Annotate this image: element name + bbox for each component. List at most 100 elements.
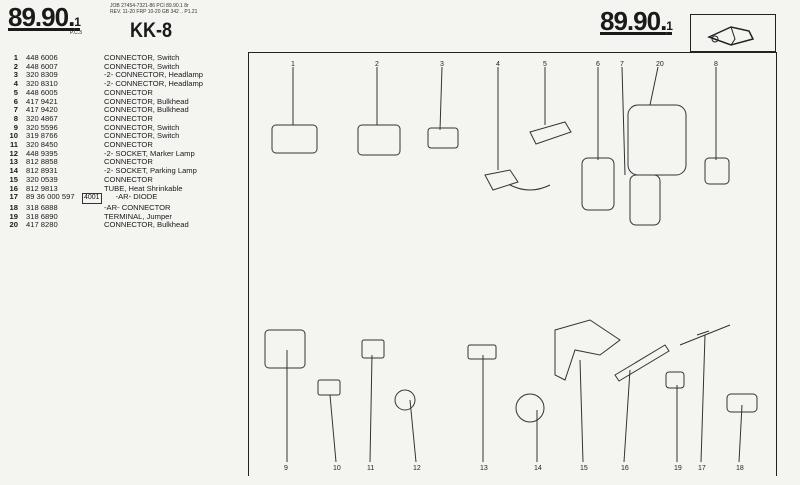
parts-list-row: 4 320 8310 -2- CONNECTOR, Headlamp — [6, 79, 204, 89]
part-number: 417 9420 — [26, 105, 58, 115]
description: CONNECTOR — [104, 113, 153, 123]
callout-4: 4 — [496, 61, 500, 68]
part-4-connector — [484, 169, 551, 191]
callout-20: 20 — [656, 61, 664, 68]
description: CONNECTOR, Switch — [104, 53, 180, 62]
description: CONNECTOR, Bulkhead — [104, 96, 189, 106]
item-number: 15 — [9, 174, 18, 184]
callout-5: 5 — [543, 61, 547, 68]
leader-line — [579, 359, 584, 463]
part-12-socket — [394, 389, 416, 411]
leader-line — [329, 394, 337, 463]
part-number: 448 6007 — [26, 61, 58, 71]
part-15-connector — [554, 319, 621, 381]
callout-14: 14 — [534, 465, 542, 472]
description: -2- CONNECTOR, Headlamp — [104, 79, 204, 89]
leader-line — [649, 66, 659, 106]
item-number: 12 — [9, 148, 18, 158]
part-number: 89 36 000 597 — [26, 192, 75, 202]
part-20-connector — [627, 104, 687, 176]
callout-13: 13 — [480, 465, 488, 472]
part-10-connector — [317, 379, 341, 396]
item-number: 13 — [9, 157, 18, 167]
parts-list-row: 15 320 0539 CONNECTOR — [6, 174, 203, 185]
item-number: 8 — [13, 113, 18, 123]
callout-8: 8 — [714, 61, 718, 68]
part-13-connector — [467, 344, 497, 360]
part-8-connector — [704, 157, 730, 185]
leader-line — [738, 404, 743, 463]
item-number: 6 — [13, 96, 18, 106]
part-number: 812 8931 — [26, 166, 58, 176]
part-number: 448 6006 — [26, 53, 58, 62]
page-title: KK-8 — [130, 17, 173, 42]
callout-10: 10 — [333, 465, 341, 472]
code: 4001 — [82, 193, 102, 204]
parts-list-row: 14 812 8931 -2- SOCKET, Parking Lamp — [6, 166, 203, 176]
item-number: 14 — [9, 166, 18, 176]
callout-16: 16 — [621, 465, 629, 472]
description: CONNECTOR, Switch — [104, 131, 180, 141]
part-9-connector — [264, 329, 306, 369]
item-number: 19 — [9, 211, 18, 221]
part-number: 320 0539 — [26, 174, 58, 184]
reference-line-1: JOB 27454-7321-86 PCI 89.90.1 8r — [110, 3, 189, 9]
description: -AR- DIODE — [115, 192, 158, 202]
description: TUBE, Heat Shrinkable — [104, 183, 183, 193]
item-number: 16 — [9, 183, 18, 193]
parts-list-row: 6 417 9421 CONNECTOR, Bulkhead — [6, 96, 203, 107]
item-number: 5 — [13, 87, 18, 97]
part-number: 320 4867 — [26, 113, 58, 123]
part-number: 318 6890 — [26, 211, 58, 221]
parts-list-row: 9 320 5596 CONNECTOR, Switch — [6, 122, 203, 133]
callout-19: 19 — [674, 465, 682, 472]
item-number: 3 — [13, 70, 18, 80]
part-number: 417 9421 — [26, 96, 58, 106]
description: -2- SOCKET, Parking Lamp — [104, 166, 197, 176]
description: CONNECTOR, Switch — [104, 61, 180, 71]
right-page-number-suffix: 1 — [666, 19, 673, 33]
callout-7: 7 — [620, 61, 624, 68]
leader-line — [409, 399, 417, 463]
part-number: 318 6888 — [26, 202, 58, 212]
item-number: 9 — [13, 122, 18, 132]
callout-3: 3 — [440, 61, 444, 68]
item-number: 4 — [13, 79, 18, 89]
part-14-socket — [515, 393, 545, 423]
connector-icon — [707, 26, 755, 46]
leader-line — [621, 66, 626, 176]
item-number: 7 — [13, 105, 18, 115]
parts-list-row: 13 812 8858 CONNECTOR — [6, 158, 203, 167]
part-number: 320 5596 — [26, 122, 58, 132]
reference-line-2: REV. 11-20 FRP 10-20 GB 342 .. P1.21 — [110, 9, 198, 15]
leader-line — [700, 334, 706, 463]
callout-6: 6 — [596, 61, 600, 68]
part-6-connector — [581, 157, 615, 211]
right-page-number-text: 89.90. — [600, 6, 667, 36]
description: -2- SOCKET, Marker Lamp — [104, 148, 195, 158]
callout-15: 15 — [580, 465, 588, 472]
part-number: 812 8858 — [26, 157, 58, 167]
part-number: 319 8766 — [26, 131, 58, 141]
description: CONNECTOR, Bulkhead — [104, 220, 189, 230]
part-number: 320 8310 — [26, 79, 58, 89]
description: CONNECTOR, Switch — [104, 122, 180, 132]
page-number-suffix: 1 — [74, 15, 81, 29]
page-number-text: 89.90. — [8, 2, 75, 32]
part-16-heat-shrink-tube — [614, 344, 670, 382]
callout-12: 12 — [413, 465, 421, 472]
description: CONNECTOR — [104, 174, 153, 184]
callout-17: 17 — [698, 465, 706, 472]
description: CONNECTOR — [104, 157, 153, 167]
part-18-connector — [726, 393, 758, 413]
leader-line — [623, 369, 631, 463]
